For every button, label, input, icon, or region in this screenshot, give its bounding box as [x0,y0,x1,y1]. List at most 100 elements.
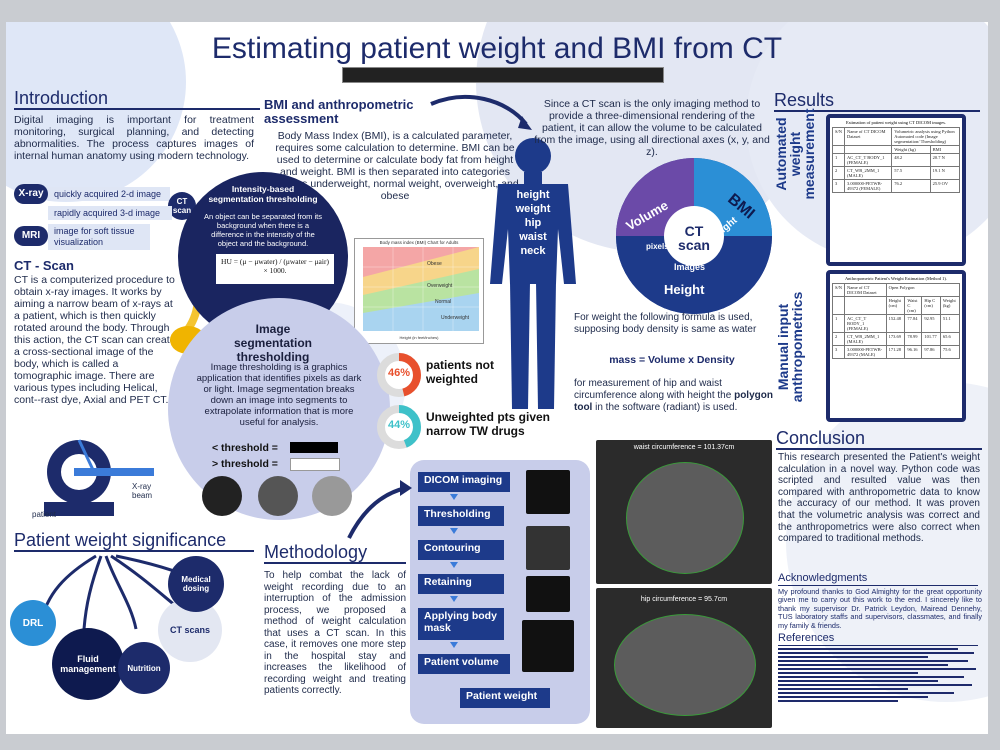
thumb-threshold [526,526,570,570]
formula-intro: For weight the following formula is used… [574,312,757,335]
waist-scan: waist circumference = 101.37cm [596,440,772,584]
table2-header: Open Polygon [885,283,961,297]
table1-cell: 3.000000-PETWB-49372 (FEMALE) [844,179,893,193]
step-dicom: DICOM imaging [418,472,510,492]
table2-header: Waist C (cm) [904,296,923,315]
reference-line [778,668,976,670]
table1-header: Volumetric analysis using Python Automat… [891,127,960,146]
reference-line [778,676,964,678]
table1-cell: AC_CT_T BODY_1 (FEMALE) [844,153,893,167]
step-patient-volume: Patient volume [418,654,510,674]
flow-arrow [450,528,458,534]
table1-caption: Estimation of patient weight using CT DI… [846,120,946,125]
reference-line [778,672,918,674]
table1-cell: 3 [831,179,846,193]
table2-cell: 1 [831,314,846,333]
above-threshold-swatch [290,458,340,471]
table1-cell: 19.1 N [929,166,961,180]
table1-cell: 48.2 [891,153,931,167]
table2-cell: 3 [831,345,846,359]
reference-line [778,656,928,658]
formula-hip-text: for measurement of hip and waist circumf… [574,378,778,414]
stat-ring-44 [377,405,421,449]
ct-scan-text: CT is a computerized procedure to obtain… [14,274,176,406]
stat-label-44: Unweighted pts given narrow TW drugs [426,410,551,438]
bmi-chart: Body mass index (BMI) Chart for Adults O… [354,238,484,344]
poster: Estimating patient weight and BMI from C… [6,22,988,734]
flow-arrow [450,562,458,568]
table2-caption: Anthropometric Patient's Weight Estimati… [844,276,948,281]
ct-scanner-icon [44,439,154,516]
wheel-center: CT scan [678,223,710,253]
reference-line [778,692,954,694]
bmi-chart-zones [363,247,479,331]
page-title: Estimating patient weight and BMI from C… [211,32,783,65]
ct-intro-text: Since a CT scan is the only imaging meth… [534,98,770,158]
reference-line [778,700,898,702]
divider [778,645,978,646]
thumb-contour [526,576,570,612]
body-label-weight: weight [515,203,551,215]
brain-scan-threshold [258,476,298,516]
table1-cell: 76.2 [891,179,931,193]
ct-scan-heading: CT - Scan [14,258,74,273]
stat-ring-46 [377,353,421,397]
divider [774,110,980,112]
reference-line [778,696,928,698]
conclusion-heading: Conclusion [776,428,866,448]
table2-cell: 51.1 [939,314,961,333]
body-label-neck: neck [520,245,546,257]
step-body-mask: Applying body mask [418,608,504,640]
table1-cell: 25.9 OV [929,179,961,193]
wheel-height: Height [664,282,705,297]
xray-tag: X-ray [14,184,48,204]
body-label-waist: waist [519,231,547,243]
patient-label: patient [32,510,57,519]
table1-cell: 2 [831,166,846,180]
bmi-text: Body Mass Index (BMI), is a calculated p… [271,130,519,202]
flow-arrow [450,596,458,602]
thumb-mask [522,620,574,672]
table2-cell: 75.6 [939,345,961,359]
table1-header: Weight (kg) [891,145,931,154]
table2-header: Hip C (cm) [921,296,941,315]
references-list [778,648,978,716]
reference-line [778,648,958,650]
table2-header: Weight (kg) [939,296,961,315]
table2-header: Name of CT DICOM Dataset [844,283,887,297]
table2-cell: 3.000000-PETWB-49372 (MALE) [844,345,887,359]
divider [14,108,260,110]
table1-header: Name of CT DICOM Dataset [844,127,893,146]
table2-cell: 152.48 [885,314,906,333]
divider [776,448,982,450]
ct-scans-label: CT scans [169,625,211,635]
stat-value-44: 44% [387,419,411,431]
flow-panel: DICOM imaging Thresholding Contouring Re… [410,460,590,724]
author-banner [342,67,664,83]
step-retaining: Retaining [418,574,504,594]
reference-line [778,660,968,662]
nutrition-label: Nutrition [127,663,161,673]
table1-header: BMI [929,145,961,154]
zone-normal: Normal [435,299,452,305]
hip-text-bold: polygon tool [574,390,773,413]
reference-line [778,688,908,690]
divider [14,550,254,552]
table2-cell: CT_WB_2MM_1 (MALE) [844,332,887,346]
reference-line [778,684,972,686]
hip-scan-label: hip circumference = 95.7cm [640,596,728,603]
stat-value-46: 46% [387,367,411,379]
below-threshold-label: < threshold = [212,442,278,454]
zone-underweight: Underweight [441,315,470,321]
body-silhouette-icon [490,138,576,409]
body-label-hip: hip [524,217,542,229]
divider [264,562,406,564]
zone-overweight: Overweight [427,283,453,289]
segmentation-title: Image segmentation thresholding [233,322,312,364]
table2-cell: 2 [831,332,846,346]
stat-label-46: patients not weighted [426,358,494,386]
above-threshold-label: > threshold = [212,458,278,470]
brain-scan-original [202,476,242,516]
table2-cell: 96.16 [904,345,923,359]
